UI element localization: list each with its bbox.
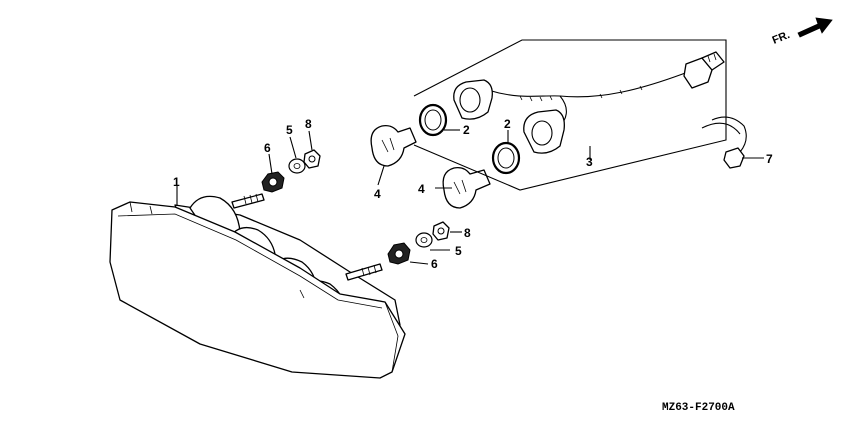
callout-7: 7	[766, 152, 773, 166]
callout-4-lower: 4	[418, 182, 425, 196]
tail-light-lens-housing	[109, 193, 406, 379]
callout-2-upper: 2	[463, 123, 470, 137]
front-direction-indicator: FR.	[771, 17, 833, 47]
upper-gasket	[418, 103, 448, 137]
callout-labels: 1 2 2 3 4 4 5 5 6 6 7 8 8	[173, 117, 773, 271]
front-direction-label: FR.	[771, 29, 792, 47]
callout-5-upper: 5	[286, 123, 293, 137]
callout-4-upper: 4	[374, 187, 381, 201]
lower-gasket	[491, 141, 521, 175]
wire-clamp	[701, 116, 747, 169]
upper-nut	[261, 171, 285, 193]
callout-8-lower: 8	[464, 226, 471, 240]
upper-bulb	[370, 124, 417, 167]
callout-8-upper: 8	[305, 117, 312, 131]
callout-2-lower: 2	[504, 117, 511, 131]
upper-cap-nut	[303, 149, 321, 169]
leader-lines	[176, 129, 764, 265]
socket-harness-assembly	[413, 39, 727, 191]
front-arrow-icon	[797, 17, 833, 38]
callout-5-lower: 5	[455, 244, 462, 258]
callout-3: 3	[586, 155, 593, 169]
lower-nut	[387, 242, 411, 265]
callout-1: 1	[173, 175, 180, 189]
lower-cap-nut	[432, 221, 450, 241]
callout-6-upper: 6	[264, 141, 271, 155]
drawing-code: MZ63-F2700A	[662, 402, 735, 414]
lower-washer	[415, 232, 433, 248]
lower-bulb	[442, 166, 491, 209]
upper-washer	[288, 158, 306, 174]
callout-6-lower: 6	[431, 257, 438, 271]
